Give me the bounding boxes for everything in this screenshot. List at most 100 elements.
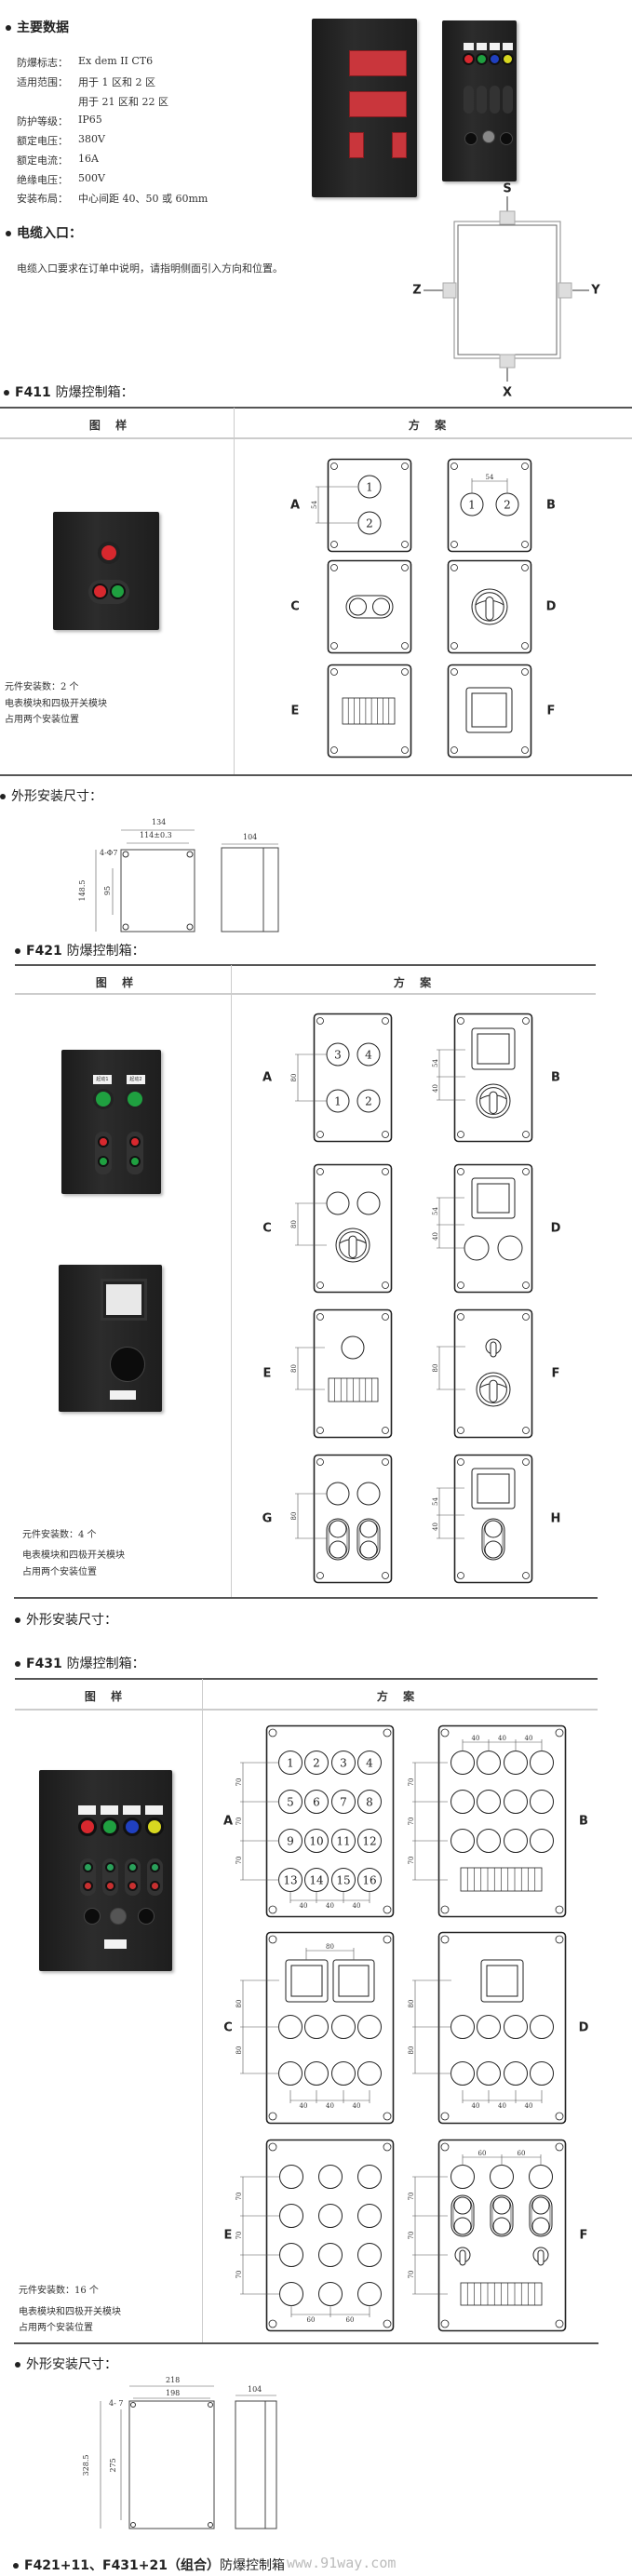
button-slot-icon — [304, 1790, 329, 1814]
mounting-hole-icon — [440, 2142, 450, 2152]
mounting-hole-icon — [383, 2142, 392, 2152]
button-slot-icon — [356, 1089, 381, 1113]
dimension-label: 40 — [525, 2102, 533, 2110]
bullet-icon — [15, 1661, 20, 1667]
dim-hole-vertical: 275 — [109, 2458, 117, 2473]
f421-photo-meter — [59, 1265, 162, 1412]
mounting-hole-icon — [440, 1905, 450, 1914]
button-slot-icon — [279, 2165, 303, 2189]
mounting-hole-icon — [383, 2319, 392, 2328]
dimension-label: 40 — [326, 1902, 334, 1910]
f411-scheme-f — [447, 664, 532, 758]
scheme-diagram: 80 — [432, 1308, 533, 1439]
scheme-letter: B — [579, 1814, 588, 1829]
slot-number: 3 — [334, 1049, 342, 1062]
dimension-label: 40 — [300, 2102, 308, 2110]
scheme-letter: A — [289, 498, 301, 513]
dimension-label: 54 — [432, 1497, 439, 1506]
dimension-label: 60 — [307, 2316, 316, 2324]
mounting-hole-icon — [401, 668, 409, 676]
mounting-hole-icon — [382, 1427, 389, 1434]
button-slot-icon — [357, 2015, 382, 2039]
dimension-label: 60 — [346, 2316, 355, 2324]
meter-window-icon — [285, 1959, 329, 2003]
dimension-label: 40 — [353, 1902, 361, 1910]
panel-plate — [265, 1724, 395, 1918]
spec-label: 绝缘电压： — [17, 174, 68, 186]
button-slot-icon — [304, 2061, 329, 2086]
direction-s-label: S — [503, 181, 512, 196]
panel-plate — [437, 1724, 567, 1918]
scheme-diagram — [447, 559, 532, 654]
col-header-scheme: 方 案 — [393, 976, 437, 989]
cable-entry-text: 电缆入口要求在订单中说明，请指明侧面引入方向和位置。 — [17, 262, 283, 275]
dim-width: 134 — [152, 818, 167, 826]
open-enclosure-photo — [312, 19, 417, 197]
button-slot-icon — [356, 1191, 381, 1215]
slot-number: 16 — [362, 1874, 376, 1887]
button-slot-icon — [331, 2061, 356, 2086]
button-slot-icon — [504, 2015, 528, 2039]
mounting-hole-icon — [316, 1017, 324, 1025]
panel-plate — [327, 559, 412, 654]
bullet-icon — [13, 2563, 19, 2569]
spec-label: 额定电压： — [17, 135, 68, 147]
slot-number: 1 — [366, 481, 373, 494]
mounting-hole-icon — [457, 1458, 464, 1466]
mounting-hole-icon — [522, 1313, 530, 1321]
mounting-hole-icon — [440, 1728, 450, 1737]
bullet-icon — [6, 231, 11, 236]
button-slot-icon — [356, 1042, 381, 1067]
mounting-hole-icon — [401, 746, 409, 754]
mounting-hole-icon — [522, 1168, 530, 1175]
panel-plate — [327, 458, 412, 553]
double-pushbutton-icon — [326, 1518, 350, 1561]
mounting-hole-icon — [316, 1427, 324, 1434]
mounting-hole-icon — [521, 463, 529, 470]
panel-plate — [453, 1013, 533, 1143]
slot-number: 2 — [504, 499, 511, 512]
dimension-label: 80 — [235, 2046, 243, 2055]
scheme-letter: E — [290, 704, 300, 718]
spec-row: 安装布局：中心间距 40、50 或 60mm — [17, 191, 208, 206]
meter-window-icon — [471, 1027, 516, 1070]
table-top-rule — [15, 964, 596, 966]
button-slot-icon — [357, 1751, 382, 1775]
dimension-label: 40 — [525, 1735, 533, 1742]
dimension-label: 80 — [290, 1364, 298, 1373]
slot-number: 7 — [340, 1796, 347, 1809]
dimension-label: 40 — [432, 1523, 439, 1531]
button-slot-icon — [331, 2015, 356, 2039]
mounting-hole-icon — [522, 1427, 530, 1434]
mounting-hole-icon — [521, 642, 529, 650]
bullet-icon — [15, 2362, 20, 2368]
panel-plate — [447, 458, 532, 553]
f421-photo-pushbuttons: 起动1 起动2 — [61, 1050, 161, 1194]
spec-row: 额定电压：380V — [17, 133, 105, 148]
button-slot-icon — [341, 1335, 365, 1360]
button-slot-icon — [318, 2243, 343, 2267]
button-slot-icon — [356, 1482, 381, 1506]
button-slot-icon — [318, 2204, 343, 2228]
mounting-hole-icon — [382, 1168, 389, 1175]
mounting-hole-icon — [555, 2319, 564, 2328]
dim-height: 148.5 — [78, 879, 87, 902]
mounting-hole-icon — [521, 746, 529, 754]
dimension-label: 80 — [408, 2000, 415, 2008]
button-slot-icon — [357, 511, 382, 535]
double-pushbutton-icon — [481, 1518, 505, 1561]
mounting-hole-icon — [555, 1935, 564, 1944]
scheme-letter: G — [262, 1511, 273, 1526]
button-slot-icon — [477, 1790, 501, 1814]
meter-window-icon — [465, 687, 513, 733]
double-pushbutton-icon — [490, 2194, 514, 2237]
col-header-sample: 图 样 — [84, 1690, 128, 1703]
watermark: www.91way.com — [287, 2555, 397, 2571]
button-slot-icon — [357, 475, 382, 499]
